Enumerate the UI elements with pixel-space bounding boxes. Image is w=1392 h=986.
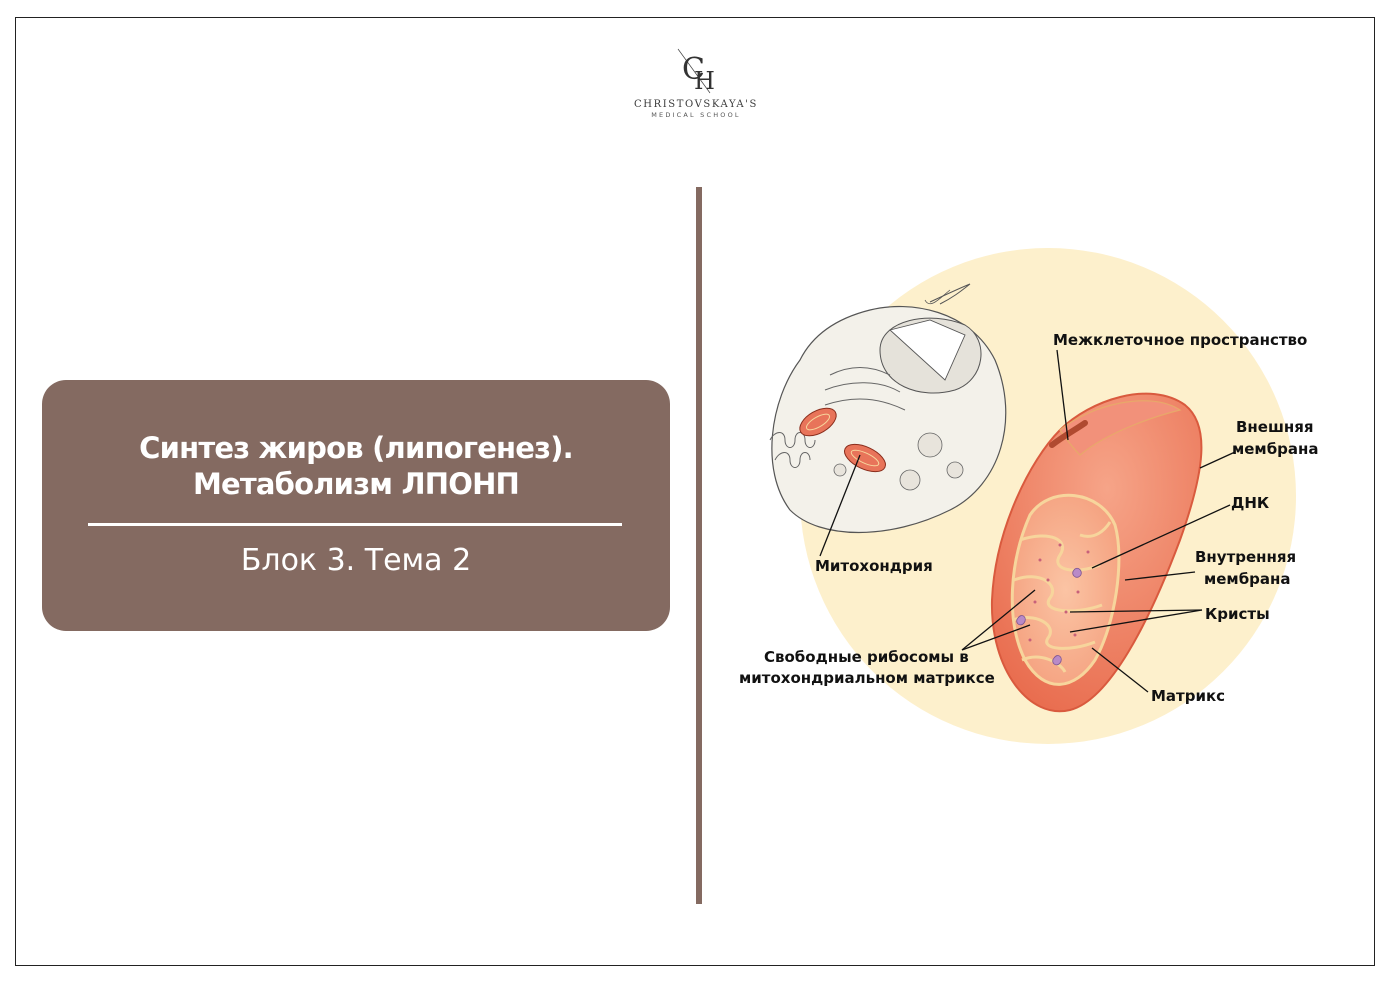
title-line-1: Синтез жиров (липогенез). (139, 431, 574, 465)
title-card: Синтез жиров (липогенез). Метаболизм ЛПО… (42, 380, 670, 631)
mitochondrion-diagram: Межклеточное пространство Внешняя мембра… (739, 248, 1319, 744)
title-line-2: Метаболизм ЛПОНП (192, 467, 520, 501)
cell-illustration (769, 283, 1007, 534)
logo-name: CHRISTOVSKAYA'S (634, 99, 758, 110)
label-dna: ДНК (1231, 494, 1270, 512)
dna-shape (1072, 567, 1082, 578)
cristae-folds (1012, 521, 1112, 673)
label-outer-membrane-line-2: мембрана (1232, 440, 1319, 458)
school-logo: C H CHRISTOVSKAYA'S MEDICAL SCHOOL (606, 45, 786, 135)
svg-text:H: H (694, 67, 715, 95)
label-free-ribosomes-line-2: митохондриальном матриксе (739, 669, 995, 687)
vertical-divider (696, 187, 702, 904)
logo-subtitle: MEDICAL SCHOOL (651, 111, 741, 119)
label-outer-membrane-line-1: Внешняя (1236, 418, 1314, 436)
label-intercellular-space: Межклеточное пространство (1053, 331, 1307, 349)
mitochondrion (990, 392, 1203, 713)
label-inner-membrane-line-2: мембрана (1204, 570, 1291, 588)
lesson-title: Синтез жиров (липогенез). Метаболизм ЛПО… (42, 430, 670, 502)
label-matrix: Матрикс (1151, 687, 1225, 705)
lesson-subtitle: Блок 3. Тема 2 (240, 543, 472, 578)
ribosome-dots (1028, 543, 1090, 642)
label-mitochondrion: Митохондрия (815, 557, 933, 575)
monogram-icon: C H (677, 48, 715, 95)
label-free-ribosomes-line-1: Свободные рибосомы в (764, 648, 969, 666)
pointer-lines (819, 349, 1236, 693)
svg-text:C: C (682, 52, 705, 87)
title-divider (88, 523, 622, 526)
label-cristae: Кристы (1205, 605, 1270, 623)
label-inner-membrane-line-1: Внутренняя (1195, 548, 1296, 566)
